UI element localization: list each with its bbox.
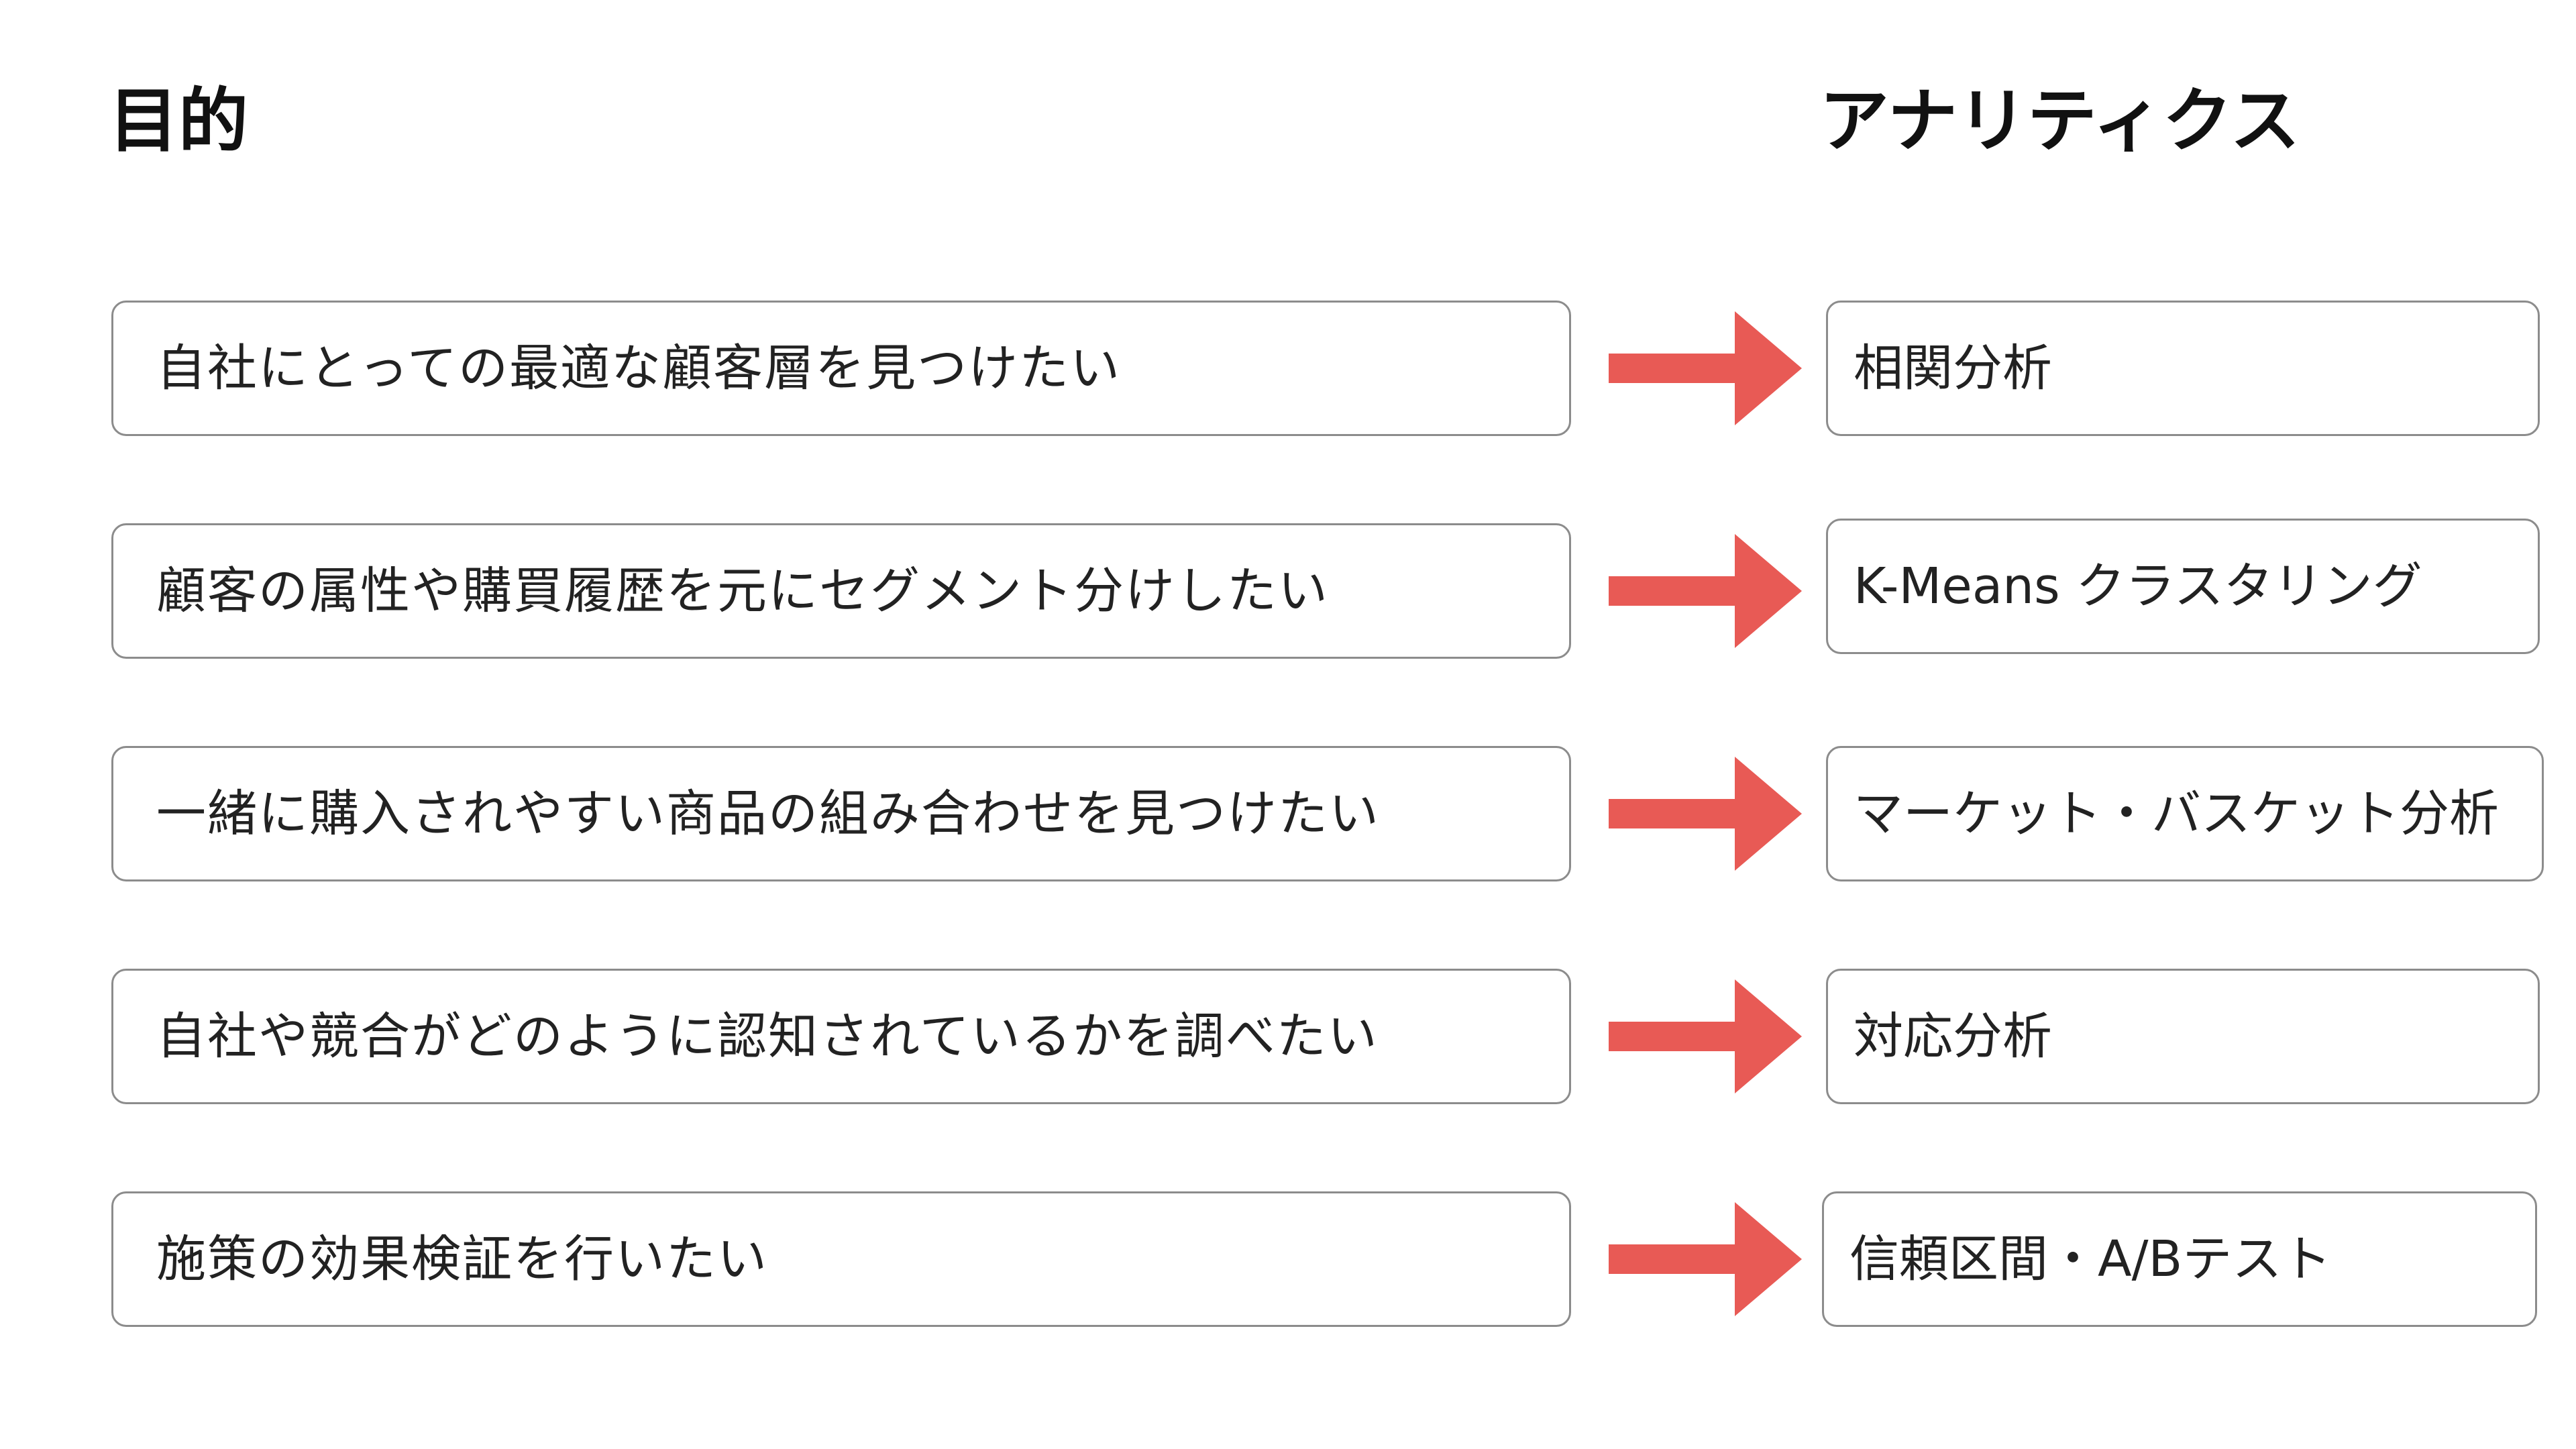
purpose-box-4: 自社や競合がどのように認知されているかを調べたい [111, 969, 1571, 1104]
analytics-box-4: 対応分析 [1826, 969, 2540, 1104]
arrow-right-icon [1609, 1202, 1802, 1316]
arrow-right-icon [1609, 979, 1802, 1093]
analytics-box-1: 相関分析 [1826, 301, 2540, 436]
arrow-right-icon [1609, 311, 1802, 425]
purpose-box-3: 一緒に購入されやすい商品の組み合わせを見つけたい [111, 746, 1571, 881]
analytics-box-3: マーケット・バスケット分析 [1826, 746, 2544, 881]
purpose-column-header: 目的 [109, 80, 249, 162]
purpose-box-1: 自社にとっての最適な顧客層を見つけたい [111, 301, 1571, 436]
analytics-box-5: 信頼区間・A/Bテスト [1822, 1191, 2537, 1327]
purpose-box-5: 施策の効果検証を行いたい [111, 1191, 1571, 1327]
analytics-box-2: K-Means クラスタリング [1826, 519, 2540, 654]
arrow-right-icon [1609, 534, 1802, 648]
arrow-right-icon [1609, 757, 1802, 871]
purpose-box-2: 顧客の属性や購買履歴を元にセグメント分けしたい [111, 523, 1571, 659]
analytics-column-header: アナリティクス [1819, 80, 2300, 162]
